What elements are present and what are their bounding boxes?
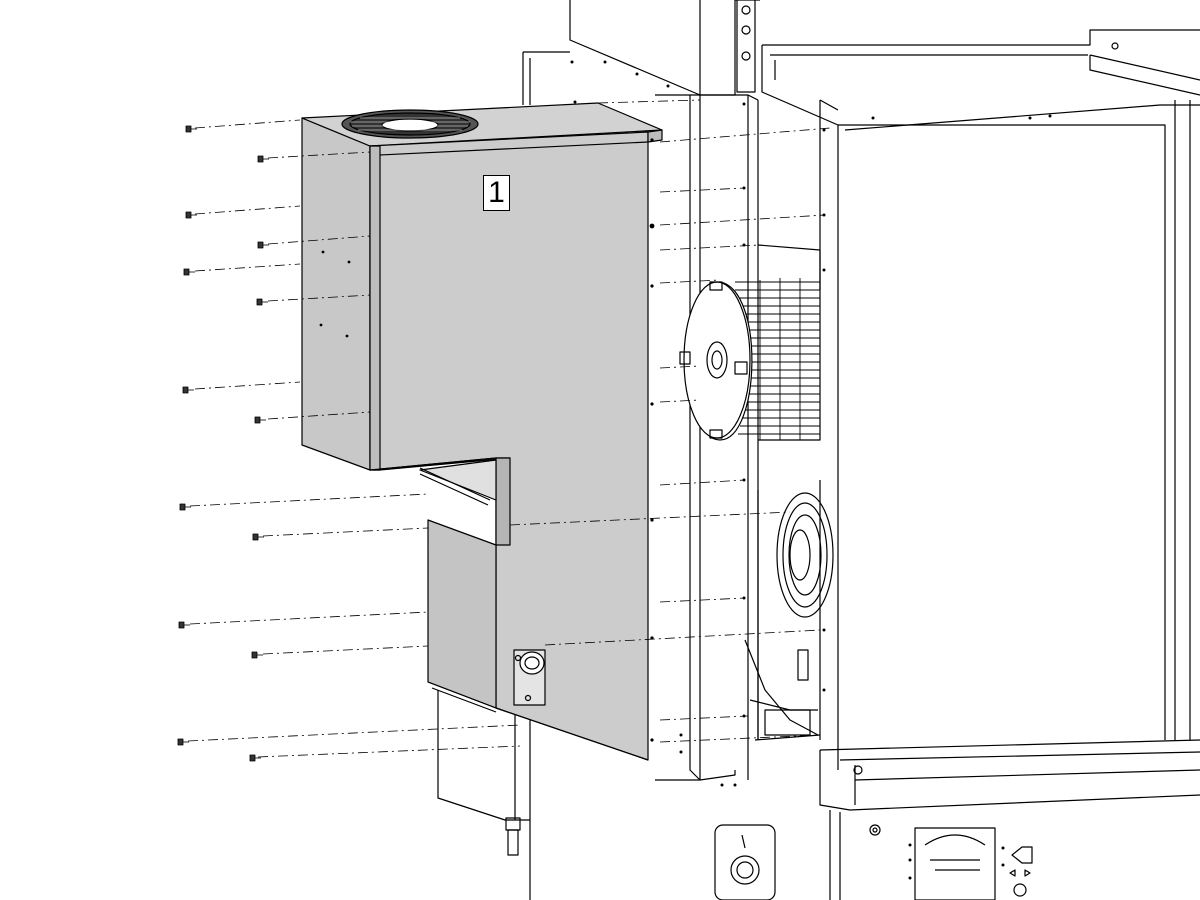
- screw: [257, 241, 269, 249]
- blower-motor: [679, 244, 821, 441]
- screw: [252, 533, 264, 541]
- screw: [185, 125, 197, 133]
- screw: [178, 621, 190, 629]
- screw: [185, 211, 197, 219]
- mounting-screws: [177, 125, 269, 762]
- screw: [183, 268, 195, 276]
- screw: [251, 651, 263, 659]
- screw: [182, 386, 194, 394]
- screw: [177, 738, 189, 746]
- rivets: [570, 60, 1052, 880]
- chassis-frame: [437, 0, 1200, 900]
- alignment-lines: [187, 99, 831, 758]
- blower-wheel: [757, 480, 834, 740]
- screw: [249, 754, 261, 762]
- cover-panel: [301, 102, 663, 761]
- part-callout-number: 1: [483, 175, 510, 211]
- screw: [179, 503, 191, 511]
- screw: [257, 155, 269, 163]
- screw: [256, 298, 268, 306]
- screw: [254, 416, 266, 424]
